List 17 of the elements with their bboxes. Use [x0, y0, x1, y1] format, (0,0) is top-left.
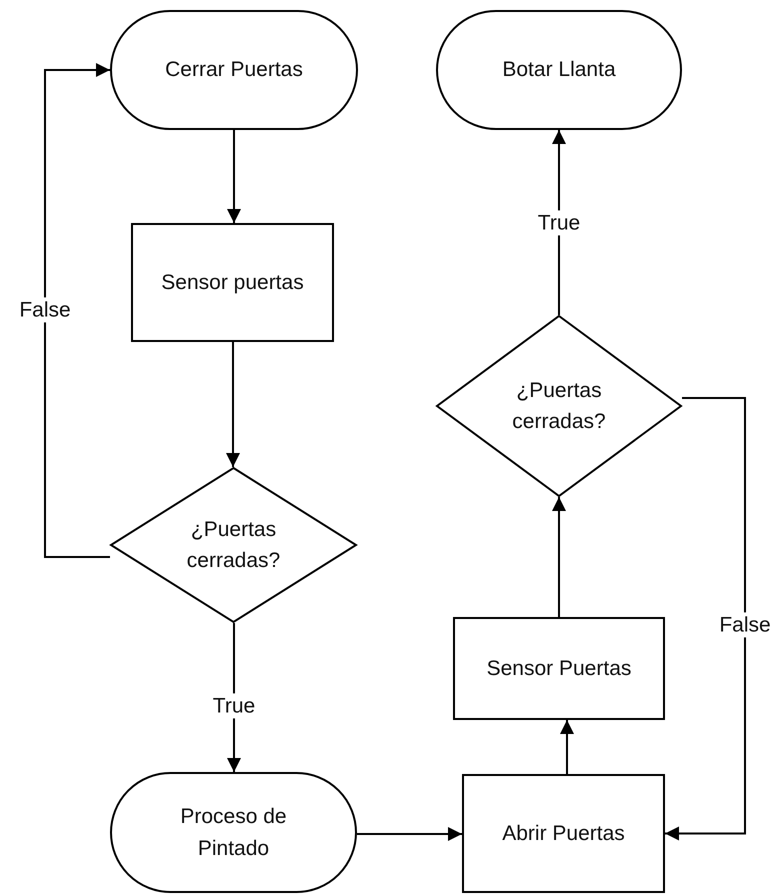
- node-label: Proceso de Pintado: [179, 804, 288, 862]
- arrow: [357, 827, 462, 841]
- node-label: Sensor puertas: [161, 270, 304, 296]
- node-label: ¿Puertas cerradas?: [186, 516, 282, 574]
- edge-label: True: [536, 210, 582, 236]
- arrow: [227, 130, 241, 223]
- node-label: Botar Llanta: [502, 57, 616, 84]
- arrow: [552, 497, 566, 617]
- node-label: Sensor Puertas: [486, 656, 632, 682]
- node-label: Cerrar Puertas: [165, 57, 303, 84]
- edge-label: True: [210, 692, 258, 718]
- arrow: [560, 720, 574, 774]
- arrow: [226, 342, 240, 467]
- node-label: Abrir Puertas: [502, 820, 625, 847]
- node-label: ¿Puertas cerradas?: [511, 378, 607, 435]
- arrow: [665, 397, 746, 840]
- arrow: [44, 63, 110, 558]
